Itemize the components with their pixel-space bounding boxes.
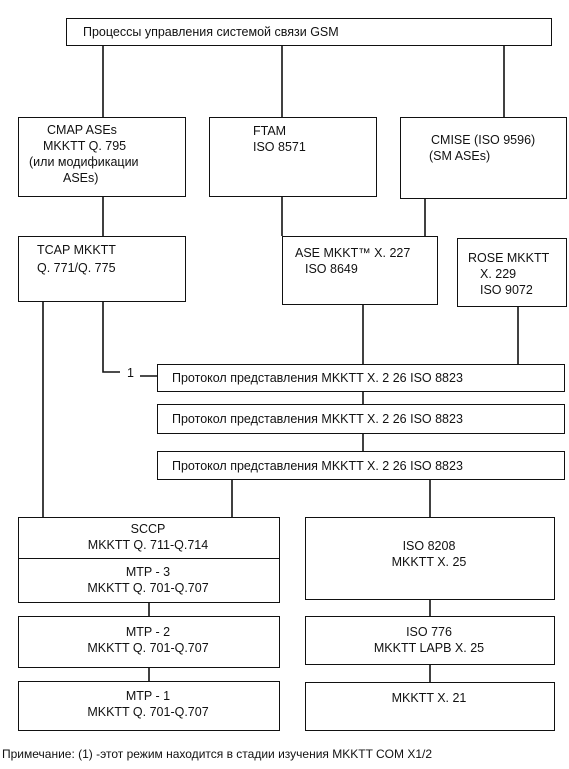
x21-label: MKKTT X. 21 [391,691,467,705]
ase-line-1: ASE MKKT™ X. 227 [295,246,411,260]
protocol-box-2-label: Протокол представления MKKTT X. 2 26 ISO… [172,412,463,426]
rose-line-1: ROSE MKKTT [468,251,550,265]
top-box-label: Процессы управления системой связи GSM [83,25,339,39]
iso776-line-2: MKKTT LAPB X. 25 [373,641,485,655]
cmap-line-1: CMAP ASEs [47,123,117,137]
mtp1-line-2: MKKTT Q. 701-Q.707 [87,705,209,719]
mtp2-line-2: MKKTT Q. 701-Q.707 [87,641,209,655]
iso776-line-1: ISO 776 [406,625,452,639]
sccp-line-2: MKKTT Q. 711-Q.714 [87,538,209,552]
x21-box: MKKTT X. 21 [305,682,555,731]
sccp-line-1: SCCP [130,522,166,536]
tcap-line-2: Q. 771/Q. 775 [37,261,116,275]
connector-tcap-marker [102,302,120,373]
cmap-line-4: ASEs) [63,171,99,185]
cmap-box: CMAP ASEs MKKTT Q. 795 (или модификации … [18,117,186,197]
iso8208-line-1: ISO 8208 [402,539,456,553]
sccp-mtp3-divider [19,558,279,559]
ase-box: ASE MKKT™ X. 227 ISO 8649 [282,236,438,305]
mtp1-box: MTP - 1 MKKTT Q. 701-Q.707 [18,681,280,731]
cmise-box: CMISE (ISO 9596) (SM ASEs) [400,117,567,199]
mtp3-line-1: MTP - 3 [125,565,171,579]
mtp3-line-2: MKKTT Q. 701-Q.707 [87,581,209,595]
mtp1-line-1: MTP - 1 [125,689,171,703]
top-box: Процессы управления системой связи GSM [66,18,552,46]
tcap-box: TCAP MKKTT Q. 771/Q. 775 [18,236,186,302]
ftam-line-1: FTAM [253,124,287,138]
sccp-mtp3-box: SCCP MKKTT Q. 711-Q.714 MTP - 3 MKKTT Q.… [18,517,280,603]
iso8208-box: ISO 8208 MKKTT X. 25 [305,517,555,600]
rose-line-2: X. 229 [480,267,517,281]
cmap-line-3: (или модификации [29,155,139,169]
protocol-box-3-label: Протокол представления MKKTT X. 2 26 ISO… [172,459,463,473]
protocol-box-2: Протокол представления MKKTT X. 2 26 ISO… [157,404,565,434]
protocol-box-1: Протокол представления MKKTT X. 2 26 ISO… [157,364,565,392]
iso8208-line-2: MKKTT X. 25 [391,555,467,569]
ase-line-2: ISO 8649 [305,262,358,276]
footnote-marker: 1 [127,366,134,380]
mtp2-line-1: MTP - 2 [125,625,171,639]
ftam-box: FTAM ISO 8571 [209,117,377,197]
cmise-line-2: (SM ASEs) [429,149,491,163]
iso776-box: ISO 776 MKKTT LAPB X. 25 [305,616,555,665]
cmap-line-2: MKKTT Q. 795 [43,139,127,153]
tcap-line-1: TCAP MKKTT [37,243,116,257]
rose-line-3: ISO 9072 [480,283,533,297]
protocol-box-3: Протокол представления MKKTT X. 2 26 ISO… [157,451,565,480]
mtp2-box: MTP - 2 MKKTT Q. 701-Q.707 [18,616,280,668]
footnote-text: Примечание: (1) -этот режим находится в … [2,747,433,761]
cmise-line-1: CMISE (ISO 9596) [431,133,536,147]
ftam-line-2: ISO 8571 [253,140,306,154]
rose-box: ROSE MKKTT X. 229 ISO 9072 [457,238,567,307]
protocol-box-1-label: Протокол представления MKKTT X. 2 26 ISO… [172,371,463,385]
